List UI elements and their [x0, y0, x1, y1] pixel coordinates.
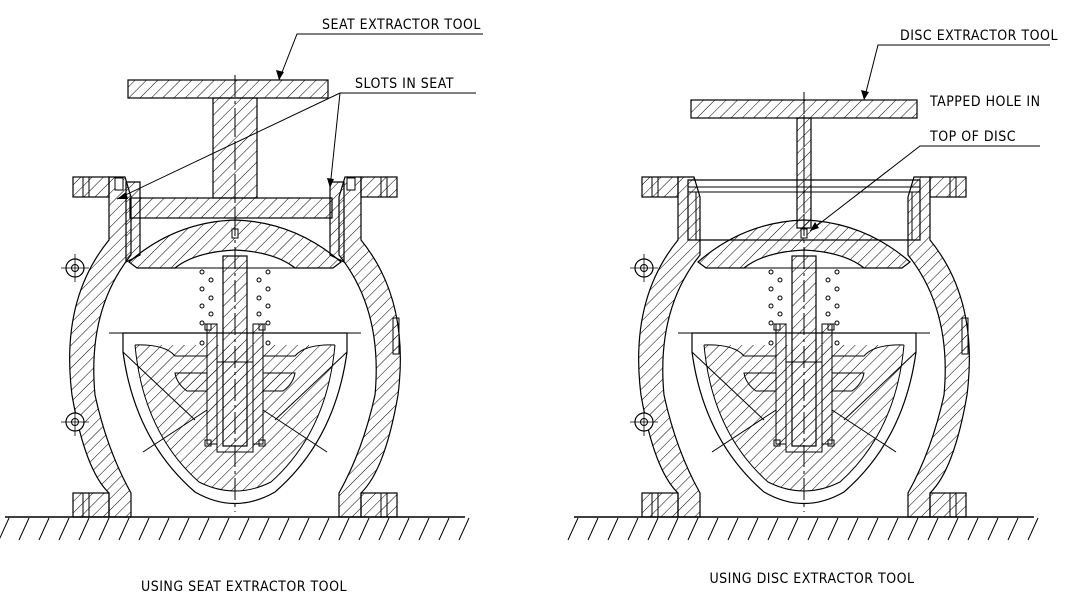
- disc-extractor-tool-label: DISC EXTRACTOR TOOL: [900, 28, 1058, 44]
- slots-in-seat-label: SLOTS IN SEAT: [355, 76, 454, 92]
- tapped-hole-label-line2: TOP OF DISC: [929, 129, 1016, 145]
- left-valve-view: [0, 75, 470, 541]
- right-view-caption: USING DISC EXTRACTOR TOOL: [709, 571, 914, 587]
- left-view-caption: USING SEAT EXTRACTOR TOOL: [141, 579, 347, 595]
- seat-extractor-tool-label: SEAT EXTRACTOR TOOL: [322, 17, 481, 33]
- right-valve-view: [567, 92, 1039, 541]
- tapped-hole-label-line1: TAPPED HOLE IN: [929, 94, 1041, 110]
